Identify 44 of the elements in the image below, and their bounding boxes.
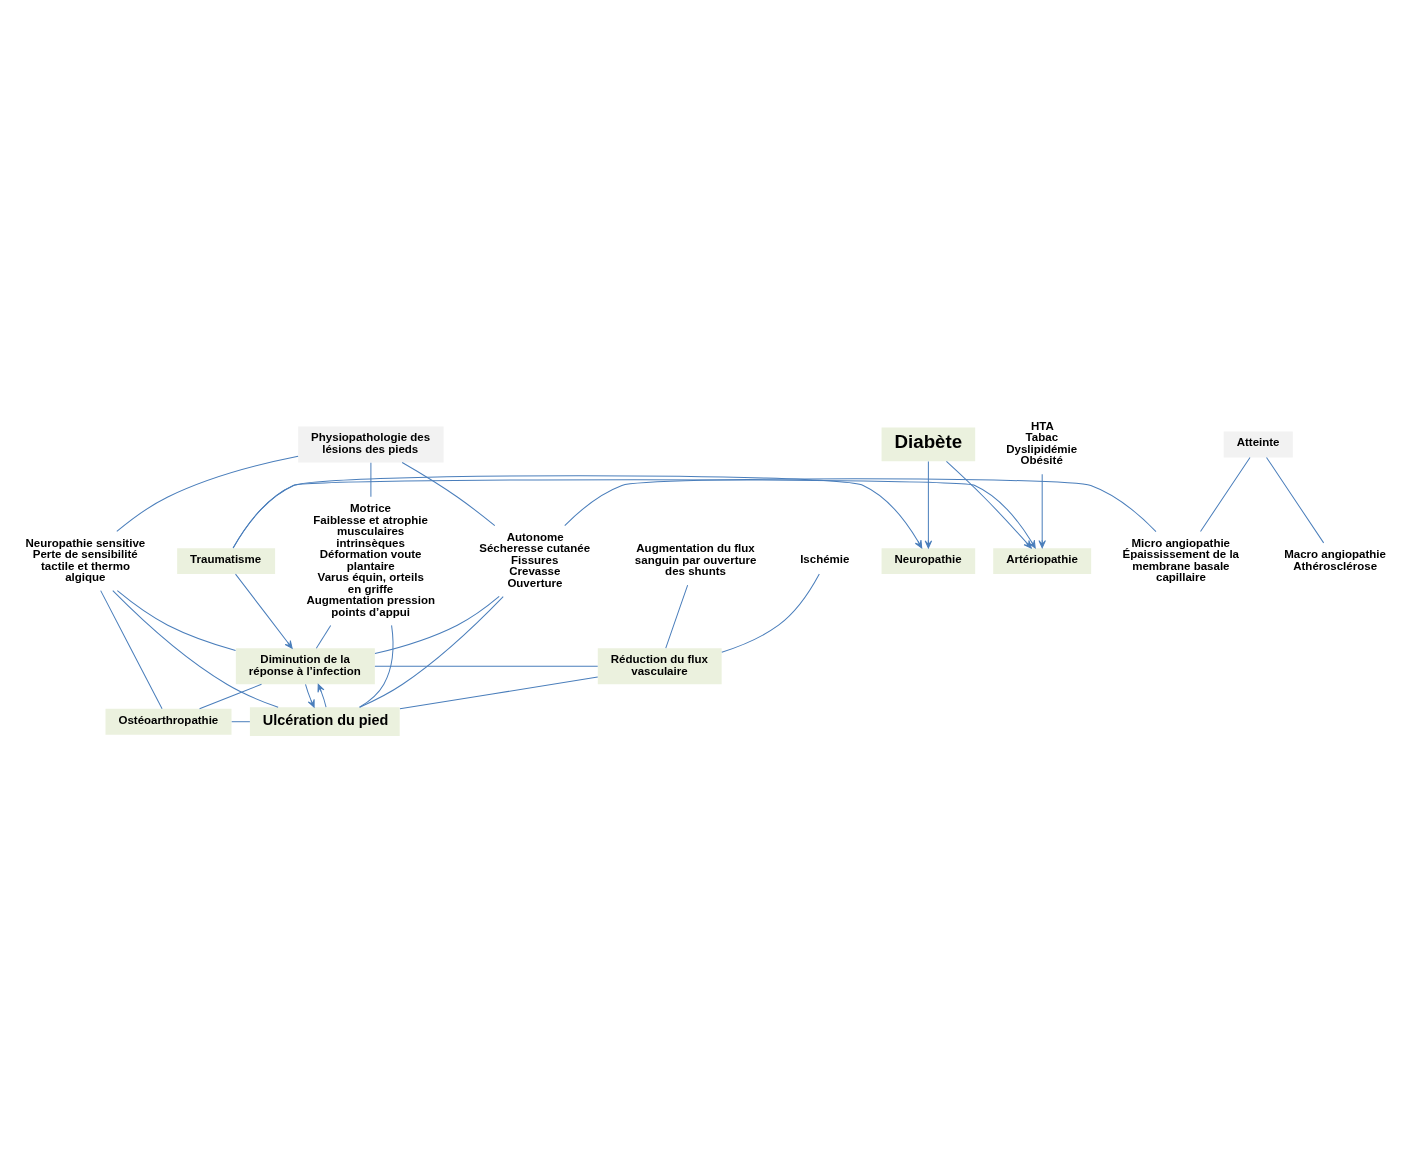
connector	[1266, 456, 1325, 544]
node-text: Autonome Sécheresse cutanée Fissures Crevasse Ouverture	[479, 530, 591, 589]
arrow	[235, 573, 293, 649]
node-box: Artériopathie	[993, 548, 1092, 575]
connector	[399, 676, 599, 710]
connector	[370, 462, 372, 498]
connector	[721, 573, 820, 653]
node-box: Ostéoarthropathie	[105, 708, 232, 735]
connector	[564, 478, 1157, 533]
node-box: Diabète	[881, 427, 976, 462]
node-box: Neuropathie	[881, 548, 976, 575]
connector	[374, 595, 500, 655]
connector	[374, 665, 599, 667]
connector	[359, 596, 504, 708]
arrow	[232, 479, 1036, 549]
node-box: Atteinte	[1223, 431, 1293, 458]
arrow	[317, 683, 327, 708]
node-box: Physiopathologie des lésions des pieds	[298, 426, 444, 463]
node-box: Traumatisme	[177, 548, 276, 575]
node-box: Réduction du flux vasculaire	[597, 648, 722, 685]
node-text: Micro angiopathie Épaississement de la membrane basale capillaire	[1122, 536, 1239, 584]
arrow	[305, 683, 315, 708]
connector	[116, 455, 299, 532]
connector	[112, 590, 279, 708]
node-text: Augmentation du flux sanguin par ouverture des shunts	[634, 542, 757, 578]
node-text: Ischémie	[800, 553, 850, 566]
connector	[116, 590, 237, 651]
connector	[231, 721, 251, 723]
node-box: Ulcération du pied	[249, 707, 400, 737]
arrow	[945, 460, 1032, 549]
connector	[665, 584, 689, 649]
arrow	[1038, 473, 1046, 549]
node-text: Neuropathie sensitive Perte de sensibilité tactile et thermo algique	[25, 536, 146, 584]
connector	[315, 624, 332, 649]
node-text: HTA Tabac Dyslipidémie Obésité	[1006, 419, 1078, 467]
node-text: Macro angiopathie Athérosclérose	[1284, 548, 1386, 572]
node-text: Motrice Faiblesse et atrophie musculaires intrinsèques Déformation voute plantaire Varus équin, orteils en griffe Augmentation pression points d’appui	[306, 501, 436, 618]
node-box: Diminution de la réponse à l’infection	[235, 648, 375, 685]
connector	[401, 461, 496, 527]
connector	[359, 624, 394, 708]
connector	[1200, 456, 1251, 532]
connector	[199, 683, 262, 710]
arrow	[924, 460, 933, 549]
connector	[100, 590, 163, 710]
